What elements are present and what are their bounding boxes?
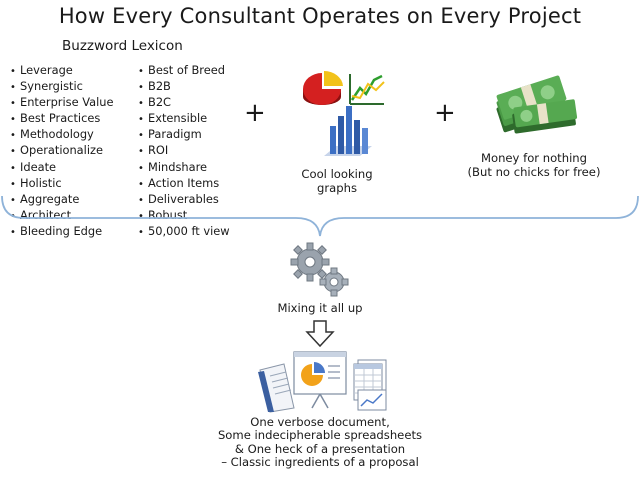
buzzword-item: Extensible [138, 111, 230, 127]
money-stack-icon [496, 75, 578, 134]
money-caption-line-2: (But no chicks for free) [467, 165, 601, 179]
buzzword-item: Operationalize [10, 143, 114, 159]
document-icon [258, 363, 295, 413]
gear-large-icon [290, 242, 330, 282]
lexicon-heading: Buzzword Lexicon [62, 38, 183, 54]
bar-chart-icon [324, 106, 372, 156]
buzzword-item: Ideate [10, 160, 114, 176]
buzzword-item: B2B [138, 79, 230, 95]
buzzword-item: Mindshare [138, 160, 230, 176]
line-graph-icon [349, 74, 385, 105]
final-caption-line-2: Some indecipherable spreadsheets [217, 428, 423, 443]
pie-chart-icon [303, 70, 343, 105]
buzzword-item: Holistic [10, 176, 114, 192]
final-caption-line-1: One verbose document, [250, 415, 390, 429]
buzzword-item: Best Practices [10, 111, 114, 127]
buzzword-item: Best of Breed [138, 63, 230, 79]
buzzword-item: Deliverables [138, 192, 230, 208]
spreadsheet-icon [353, 359, 387, 411]
buzzword-item: Bleeding Edge [10, 224, 114, 240]
final-caption-line-3: & One heck of a presentation [234, 441, 406, 456]
buzzword-list-column-1: LeverageSynergisticEnterprise ValueBest … [10, 63, 114, 240]
buzzword-list-column-2: Best of BreedB2BB2CExtensibleParadigmROI… [138, 63, 230, 240]
final-caption: One verbose document, Some indecipherabl… [210, 415, 430, 470]
buzzword-item: Action Items [138, 176, 230, 192]
final-caption-line-4: – Classic ingredients of a proposal [221, 455, 419, 470]
gear-small-icon [319, 267, 349, 297]
buzzword-item: Methodology [10, 127, 114, 143]
plus-sign-2: + [434, 98, 456, 128]
presentation-icon [293, 351, 347, 409]
buzzword-item: ROI [138, 143, 230, 159]
grouping-brace [1, 195, 639, 237]
buzzword-item: Enterprise Value [10, 95, 114, 111]
page-title: How Every Consultant Operates on Every P… [58, 4, 582, 28]
buzzword-item: Synergistic [10, 79, 114, 95]
gears-icon [290, 242, 349, 297]
mix-caption: Mixing it all up [277, 301, 363, 315]
buzzword-item: Leverage [10, 63, 114, 79]
buzzword-item: B2C [138, 95, 230, 111]
plus-sign-1: + [244, 98, 266, 128]
money-caption: Money for nothing (But no chicks for fre… [458, 151, 610, 179]
deliverables-icon [258, 351, 387, 413]
down-arrow-icon [305, 320, 335, 348]
buzzword-item: 50,000 ft view [138, 224, 230, 240]
money-caption-line-1: Money for nothing [480, 151, 587, 165]
buzzword-item: Paradigm [138, 127, 230, 143]
graphs-icon [303, 70, 385, 156]
buzzword-item: Aggregate [10, 192, 114, 208]
graphs-caption: Cool looking graphs [301, 167, 373, 195]
